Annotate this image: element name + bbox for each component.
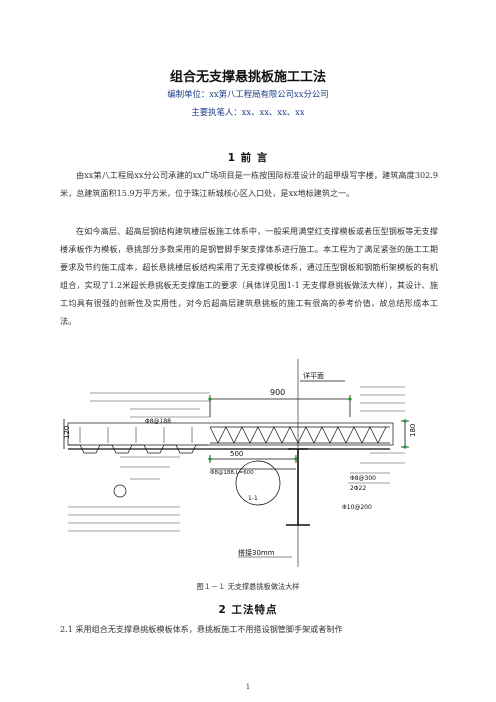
lap-30mm-label: 搭接30mm <box>238 548 275 557</box>
rebar-200-label: Φ10@200 <box>342 504 372 511</box>
rebar-300-label: Φ8@300 <box>350 475 376 482</box>
rebar-L600-label: Φ8@188,L=600 <box>210 470 254 476</box>
figure-caption: 图１－１ 无支撑悬挑板做法大样 <box>196 582 300 591</box>
section-1-1-label: 1-1 <box>248 495 258 502</box>
dim-120-label: 120 <box>63 426 71 439</box>
page-number: 1 <box>245 683 251 691</box>
dim-500-label: 500 <box>230 450 243 458</box>
section-2-heading: 2 工法特点 <box>218 604 278 616</box>
cantilever-slab-detail-drawing: 900 详平面 500 120 180 Φ8@188 Φ8@188,L=600 … <box>63 359 417 567</box>
intro-paragraph-1: 由xx第八工程局xx分公司承建的xx广场项目是一栋按国际标准设计的超甲级写字楼，… <box>60 170 438 198</box>
intro-paragraph-2: 在如今高层、超高层钢结构建筑楼层板施工体系中，一般采用满堂红支撑模板或者压型钢板… <box>60 226 438 326</box>
section-2-first-line: 2.1 采用组合无支撑悬挑板模板体系，悬挑板施工不用搭设钢管脚手架或者制作 <box>60 624 343 634</box>
rebar-2phi22-label: 2Φ22 <box>350 485 366 492</box>
authors-line: 主要执笔人：xx、xx、xx、xx <box>191 107 305 117</box>
document-title: 组合无支撑悬挑板施工工法 <box>169 70 326 85</box>
rebar-188-label: Φ8@188 <box>145 418 171 425</box>
section-1-heading: 1 前 言 <box>227 152 269 164</box>
dim-180-label: 180 <box>409 424 417 437</box>
compiling-unit: 编制单位：xx第八工程局有限公司xx分公司 <box>167 89 329 99</box>
detail-plan-label: 详平面 <box>303 371 324 380</box>
dim-900-label: 900 <box>270 388 285 397</box>
